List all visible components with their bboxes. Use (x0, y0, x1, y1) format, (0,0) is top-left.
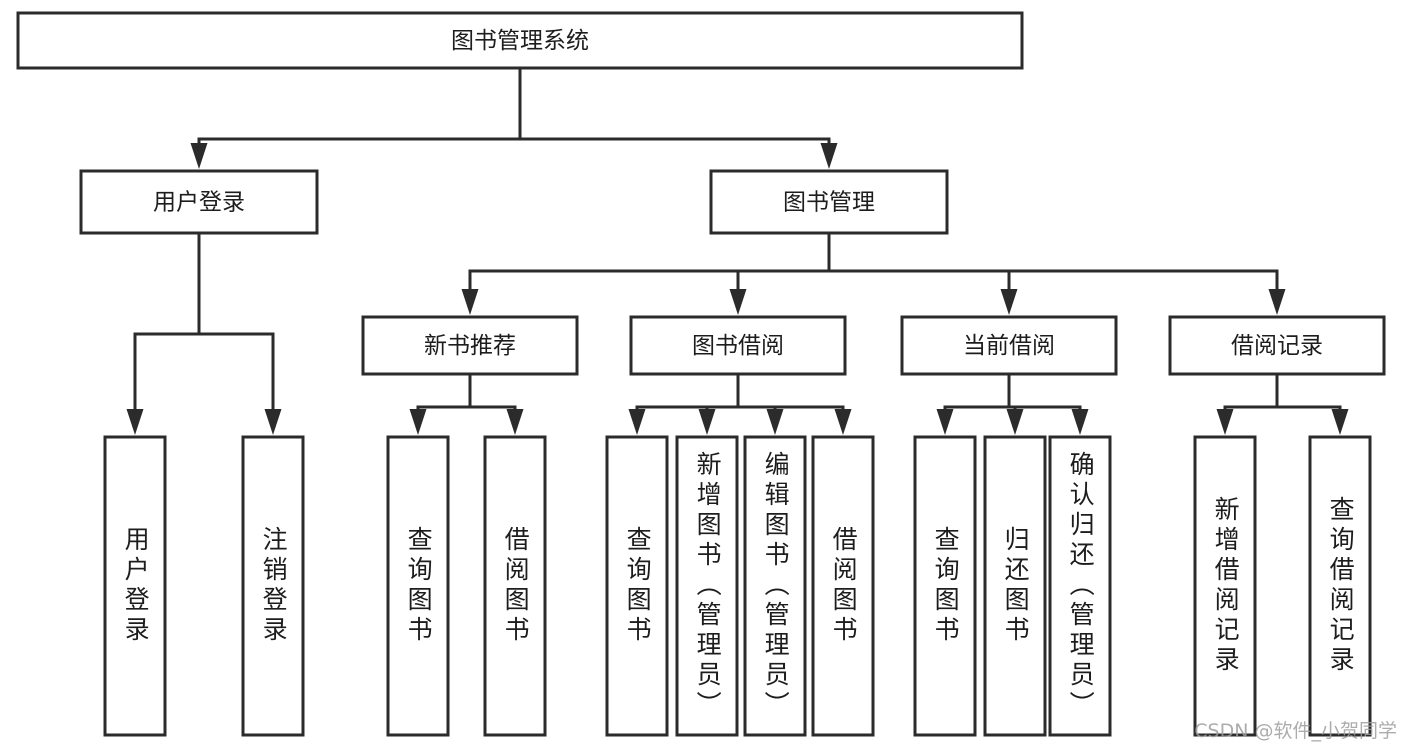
node-box (1168, 315, 1386, 376)
node-box (983, 435, 1047, 737)
node-leaf-query-book-b[interactable] (605, 435, 669, 737)
node-leaf-logout[interactable] (241, 435, 305, 737)
node-leaf-confirm-return[interactable] (1048, 435, 1112, 737)
edges-layer (126, 66, 1349, 435)
node-label: 借阅记录 (1231, 333, 1323, 359)
arrow-head-icon (628, 409, 646, 435)
node-box (675, 435, 739, 737)
node-box (103, 435, 167, 737)
arrow-head-icon (409, 409, 427, 435)
node-new-book-rec[interactable]: 新书推荐 (361, 315, 579, 376)
node-label: 图书管理系统 (451, 28, 589, 54)
arrow-head-icon (1071, 409, 1089, 435)
node-box (629, 315, 847, 376)
node-leaf-add-record[interactable] (1193, 435, 1257, 737)
node-box (913, 435, 977, 737)
node-book-mgmt[interactable]: 图书管理 (709, 169, 949, 235)
node-box (361, 315, 579, 376)
arrow-head-icon (190, 143, 208, 169)
node-book-borrow[interactable]: 图书借阅 (629, 315, 847, 376)
arrow-head-icon (1000, 289, 1018, 315)
node-box (483, 435, 547, 737)
node-label: 图书管理 (783, 190, 875, 216)
arrow-head-icon (1268, 289, 1286, 315)
csdn-watermark: CSDN @软件_小贺同学 (1194, 720, 1397, 742)
node-label: 图书借阅 (692, 333, 784, 359)
arrow-head-icon (126, 409, 144, 435)
node-box (1193, 435, 1257, 737)
node-box (900, 315, 1118, 376)
node-user-login[interactable]: 用户登录 (79, 169, 319, 235)
node-box (16, 11, 1024, 70)
node-box (743, 435, 807, 737)
arrow-head-icon (936, 409, 954, 435)
node-box (1048, 435, 1112, 737)
node-current-borrow[interactable]: 当前借阅 (900, 315, 1118, 376)
node-root[interactable]: 图书管理系统 (16, 11, 1024, 70)
node-leaf-query-book-a[interactable] (386, 435, 450, 737)
node-box (241, 435, 305, 737)
node-box (709, 169, 949, 235)
arrow-head-icon (820, 143, 838, 169)
node-borrow-record[interactable]: 借阅记录 (1168, 315, 1386, 376)
node-leaf-edit-book[interactable] (743, 435, 807, 737)
node-label: 用户登录 (153, 190, 245, 216)
node-leaf-query-record[interactable] (1308, 435, 1372, 737)
node-label: 当前借阅 (963, 333, 1055, 359)
node-box (1308, 435, 1372, 737)
arrow-head-icon (766, 409, 784, 435)
arrow-head-icon (1216, 409, 1234, 435)
node-leaf-query-book-c[interactable] (913, 435, 977, 737)
node-label: 新书推荐 (424, 333, 516, 359)
arrow-head-icon (1006, 409, 1024, 435)
node-box (605, 435, 669, 737)
node-leaf-user-login[interactable] (103, 435, 167, 737)
node-box (79, 169, 319, 235)
node-leaf-borrow-book-b[interactable] (811, 435, 875, 737)
arrow-head-icon (264, 409, 282, 435)
arrow-head-icon (506, 409, 524, 435)
arrow-head-icon (834, 409, 852, 435)
arrow-head-icon (729, 289, 747, 315)
node-leaf-borrow-book-a[interactable] (483, 435, 547, 737)
arrow-head-icon (698, 409, 716, 435)
node-leaf-add-book[interactable] (675, 435, 739, 737)
node-box (811, 435, 875, 737)
node-box (386, 435, 450, 737)
arrow-head-icon (1331, 409, 1349, 435)
arrow-head-icon (461, 289, 479, 315)
node-leaf-return-book[interactable] (983, 435, 1047, 737)
